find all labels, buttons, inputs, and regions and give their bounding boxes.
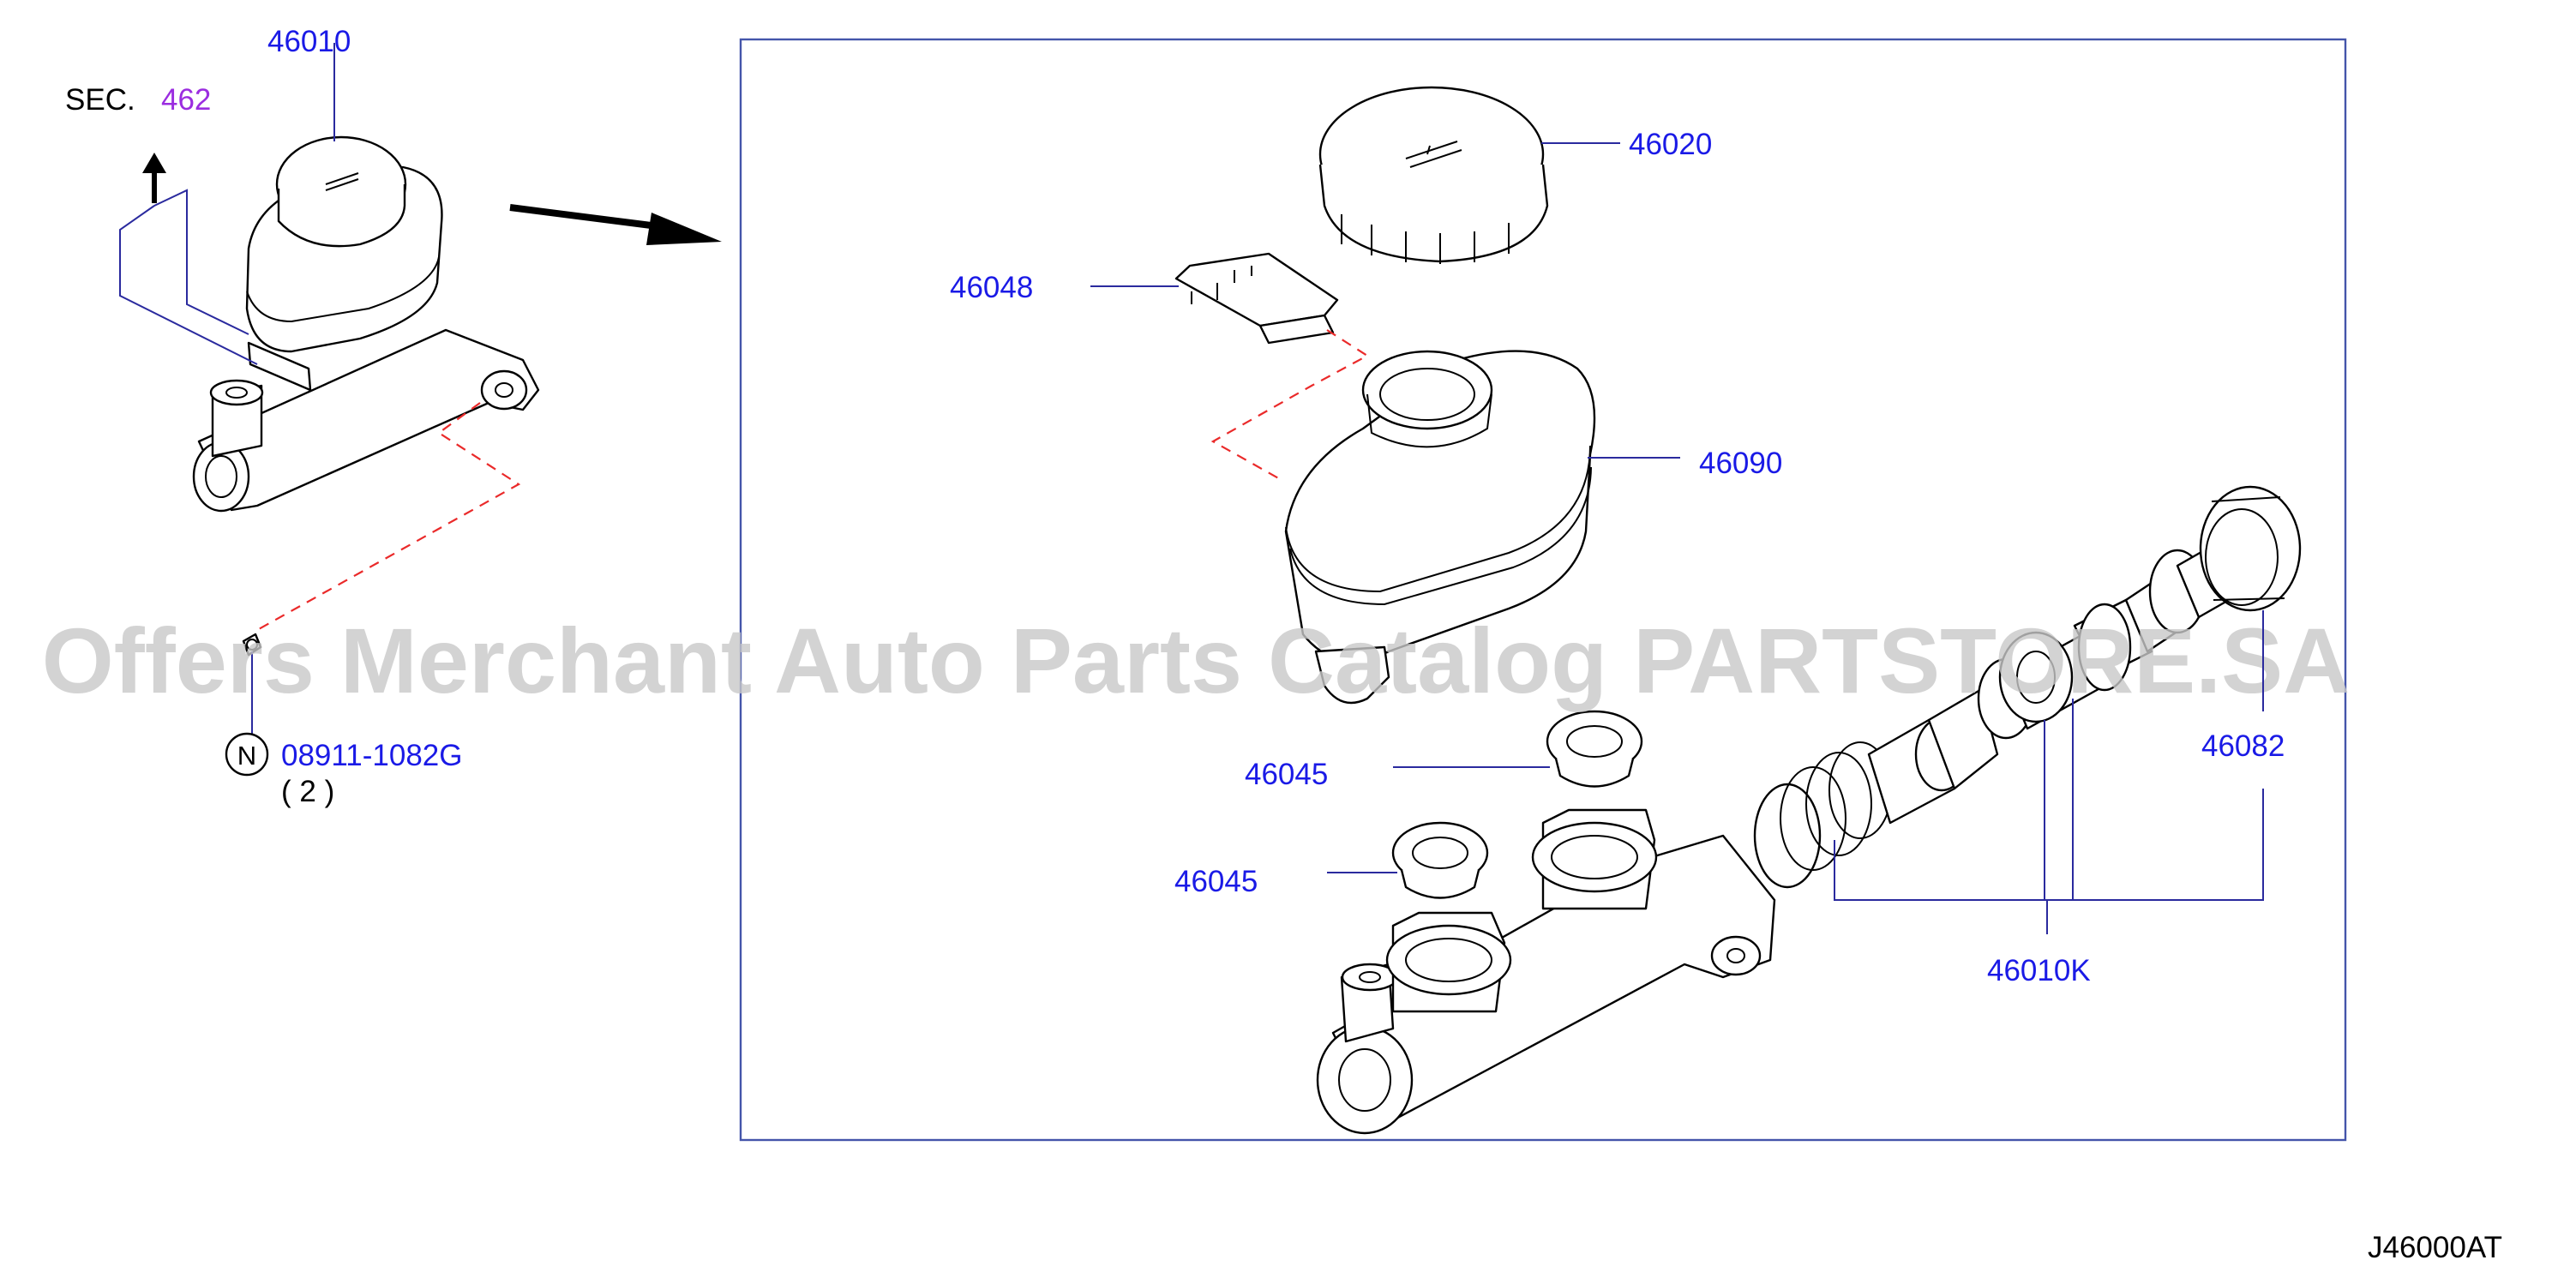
nut-quantity: ( 2 ): [281, 775, 334, 808]
reservoir-illustration: [1284, 350, 1596, 705]
cylinder-body-illustration: [1316, 808, 1776, 1135]
section-prefix: SEC.: [65, 83, 135, 117]
grommet-upper-label[interactable]: 46045: [1245, 758, 1328, 791]
arrow-up-icon: [142, 153, 166, 203]
grommet-lower-illustration: [1391, 821, 1489, 899]
nut-illustration: [242, 633, 262, 657]
cap-label[interactable]: 46020: [1629, 128, 1712, 161]
arrow-right-icon: [509, 204, 722, 245]
section-number[interactable]: 462: [161, 83, 211, 117]
seal-illustration: [2199, 485, 2302, 612]
diagram-code: J46000AT: [2368, 1231, 2502, 1264]
kit-bracket: [1834, 699, 2264, 934]
reservoir-label[interactable]: 46090: [1699, 447, 1782, 480]
assembly-illustration: [192, 135, 540, 513]
assembly-label[interactable]: 46010: [267, 25, 351, 58]
section-bracket: [119, 189, 258, 365]
nut-label[interactable]: 08911-1082G: [281, 739, 462, 772]
pin-illustration: [1174, 252, 1339, 345]
grommet-upper-illustration: [1546, 710, 1643, 788]
watermark: Offers Merchant Auto Parts Catalog PARTS…: [42, 609, 2350, 712]
reservoir-cap-illustration: [1318, 86, 1549, 264]
piston-kit-illustration: [1753, 547, 2231, 889]
kit-label[interactable]: 46010K: [1987, 954, 2091, 987]
nut-marker: N: [237, 741, 256, 771]
grommet-lower-label[interactable]: 46045: [1174, 865, 1258, 898]
detail-frame: [739, 38, 2347, 1142]
seal-label[interactable]: 46082: [2201, 729, 2285, 763]
n-circle-icon: N: [225, 732, 269, 777]
pin-dashed-link: [1210, 329, 1370, 481]
assembly-to-nut-dashed-link: [256, 402, 521, 631]
pin-label[interactable]: 46048: [950, 271, 1033, 304]
